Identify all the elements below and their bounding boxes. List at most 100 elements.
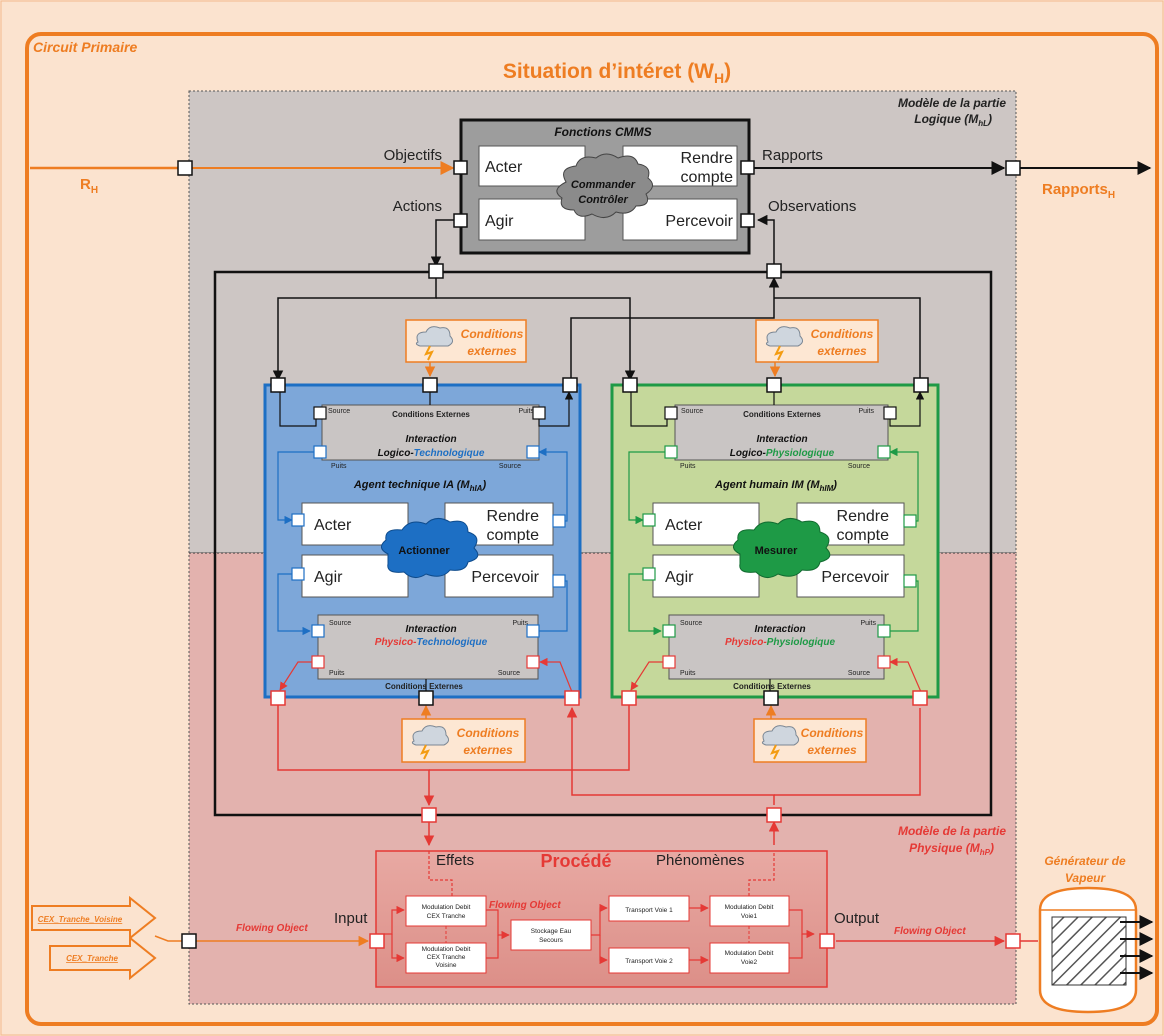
port[interactable] [552, 574, 566, 588]
svg-text:CEX Tranche: CEX Tranche [427, 954, 466, 961]
svg-text:Rendre: Rendre [837, 508, 890, 525]
svg-text:Conditions Externes: Conditions Externes [733, 682, 811, 691]
svg-text:Conditions: Conditions [457, 726, 520, 740]
port[interactable] [883, 406, 897, 420]
port[interactable] [819, 933, 835, 949]
port[interactable] [664, 406, 678, 420]
rapports-h-label: RapportsH [1042, 181, 1115, 201]
svg-text:Agir: Agir [665, 569, 694, 586]
svg-text:Agir: Agir [485, 213, 514, 230]
svg-text:externes: externes [807, 743, 857, 757]
svg-text:Source: Source [498, 670, 520, 677]
port[interactable] [912, 690, 928, 706]
svg-text:Transport Voie 1: Transport Voie 1 [625, 907, 673, 914]
flowing-object-right: Flowing Object [894, 926, 966, 937]
port[interactable] [766, 377, 782, 393]
svg-text:Voie1: Voie1 [741, 913, 758, 920]
port[interactable] [177, 160, 193, 176]
port[interactable] [526, 445, 540, 459]
svg-text:Logico-Technologique: Logico-Technologique [378, 448, 485, 459]
flowing-object-left: Flowing Object [236, 923, 308, 934]
svg-text:Source: Source [681, 408, 703, 415]
circuit-primaire-frame [25, 32, 1159, 1026]
svg-text:Agent technique IA (MhIA): Agent technique IA (MhIA) [353, 479, 487, 493]
port[interactable] [422, 377, 438, 393]
conditions-externes-box-4: Conditions externes [753, 718, 867, 763]
svg-text:Percevoir: Percevoir [821, 569, 889, 586]
svg-text:compte: compte [681, 169, 734, 186]
svg-text:Source: Source [329, 620, 351, 627]
port[interactable] [313, 406, 327, 420]
svg-text:Transport Voie 2: Transport Voie 2 [625, 958, 673, 965]
port[interactable] [552, 514, 566, 528]
port[interactable] [766, 807, 782, 823]
ports [177, 160, 1021, 949]
port[interactable] [662, 655, 676, 669]
port[interactable] [270, 377, 286, 393]
port[interactable] [1005, 160, 1021, 176]
port[interactable] [877, 445, 891, 459]
port[interactable] [270, 690, 286, 706]
objectifs-label: Objectifs [384, 147, 442, 164]
port[interactable] [903, 574, 917, 588]
port[interactable] [642, 513, 656, 527]
svg-text:Source: Source [328, 408, 350, 415]
port[interactable] [311, 624, 325, 638]
port[interactable] [903, 514, 917, 528]
port[interactable] [664, 445, 678, 459]
svg-text:Puits: Puits [518, 408, 534, 415]
port[interactable] [421, 807, 437, 823]
page-title: Situation d’intéret (WH) [503, 60, 731, 86]
svg-text:Interaction: Interaction [756, 434, 807, 445]
svg-text:Acter: Acter [314, 517, 352, 534]
port[interactable] [313, 445, 327, 459]
svg-text:Modulation Debit: Modulation Debit [725, 904, 774, 911]
cex-tranche-input: CEX_Tranche [49, 935, 157, 981]
port[interactable] [1005, 933, 1021, 949]
svg-text:Agir: Agir [314, 569, 343, 586]
port[interactable] [662, 624, 676, 638]
port[interactable] [311, 655, 325, 669]
cmms-port-observations[interactable] [740, 213, 755, 228]
svg-text:Phénomènes: Phénomènes [656, 852, 744, 869]
port[interactable] [562, 377, 578, 393]
conditions-externes-box-1: Conditions externes [405, 319, 527, 363]
port[interactable] [428, 263, 444, 279]
conditions-externes-box-3: Conditions externes [401, 718, 526, 763]
port[interactable] [291, 567, 305, 581]
port[interactable] [766, 263, 782, 279]
port[interactable] [877, 655, 891, 669]
svg-text:Secours: Secours [539, 937, 564, 944]
svg-text:Source: Source [499, 463, 521, 470]
port[interactable] [526, 624, 540, 638]
svg-text:Voie2: Voie2 [741, 959, 758, 966]
cmms-port-actions[interactable] [453, 213, 468, 228]
port[interactable] [181, 933, 197, 949]
svg-text:Vapeur: Vapeur [1065, 871, 1107, 885]
generateur-vapeur: Générateur de Vapeur [1038, 854, 1154, 1014]
port[interactable] [642, 567, 656, 581]
svg-text:Acter: Acter [485, 159, 523, 176]
svg-text:Physico-Technologique: Physico-Technologique [375, 637, 488, 648]
svg-text:Percevoir: Percevoir [471, 569, 539, 586]
procede-box: Procédé Effets Phénomènes Input Output F… [334, 850, 880, 988]
port[interactable] [621, 690, 637, 706]
port[interactable] [291, 513, 305, 527]
svg-text:Fonctions CMMS: Fonctions CMMS [554, 125, 651, 139]
port[interactable] [763, 690, 779, 706]
port[interactable] [913, 377, 929, 393]
port[interactable] [877, 624, 891, 638]
svg-text:Source: Source [848, 463, 870, 470]
cmms-port-objectifs[interactable] [453, 160, 468, 175]
port[interactable] [532, 406, 546, 420]
svg-text:Stockage Eau: Stockage Eau [531, 928, 572, 935]
port[interactable] [564, 690, 580, 706]
svg-text:Puits: Puits [858, 408, 874, 415]
svg-text:Modulation Debit: Modulation Debit [725, 950, 774, 957]
port[interactable] [622, 377, 638, 393]
port[interactable] [526, 655, 540, 669]
port[interactable] [418, 690, 434, 706]
port[interactable] [369, 933, 385, 949]
cmms-port-rapports[interactable] [740, 160, 755, 175]
